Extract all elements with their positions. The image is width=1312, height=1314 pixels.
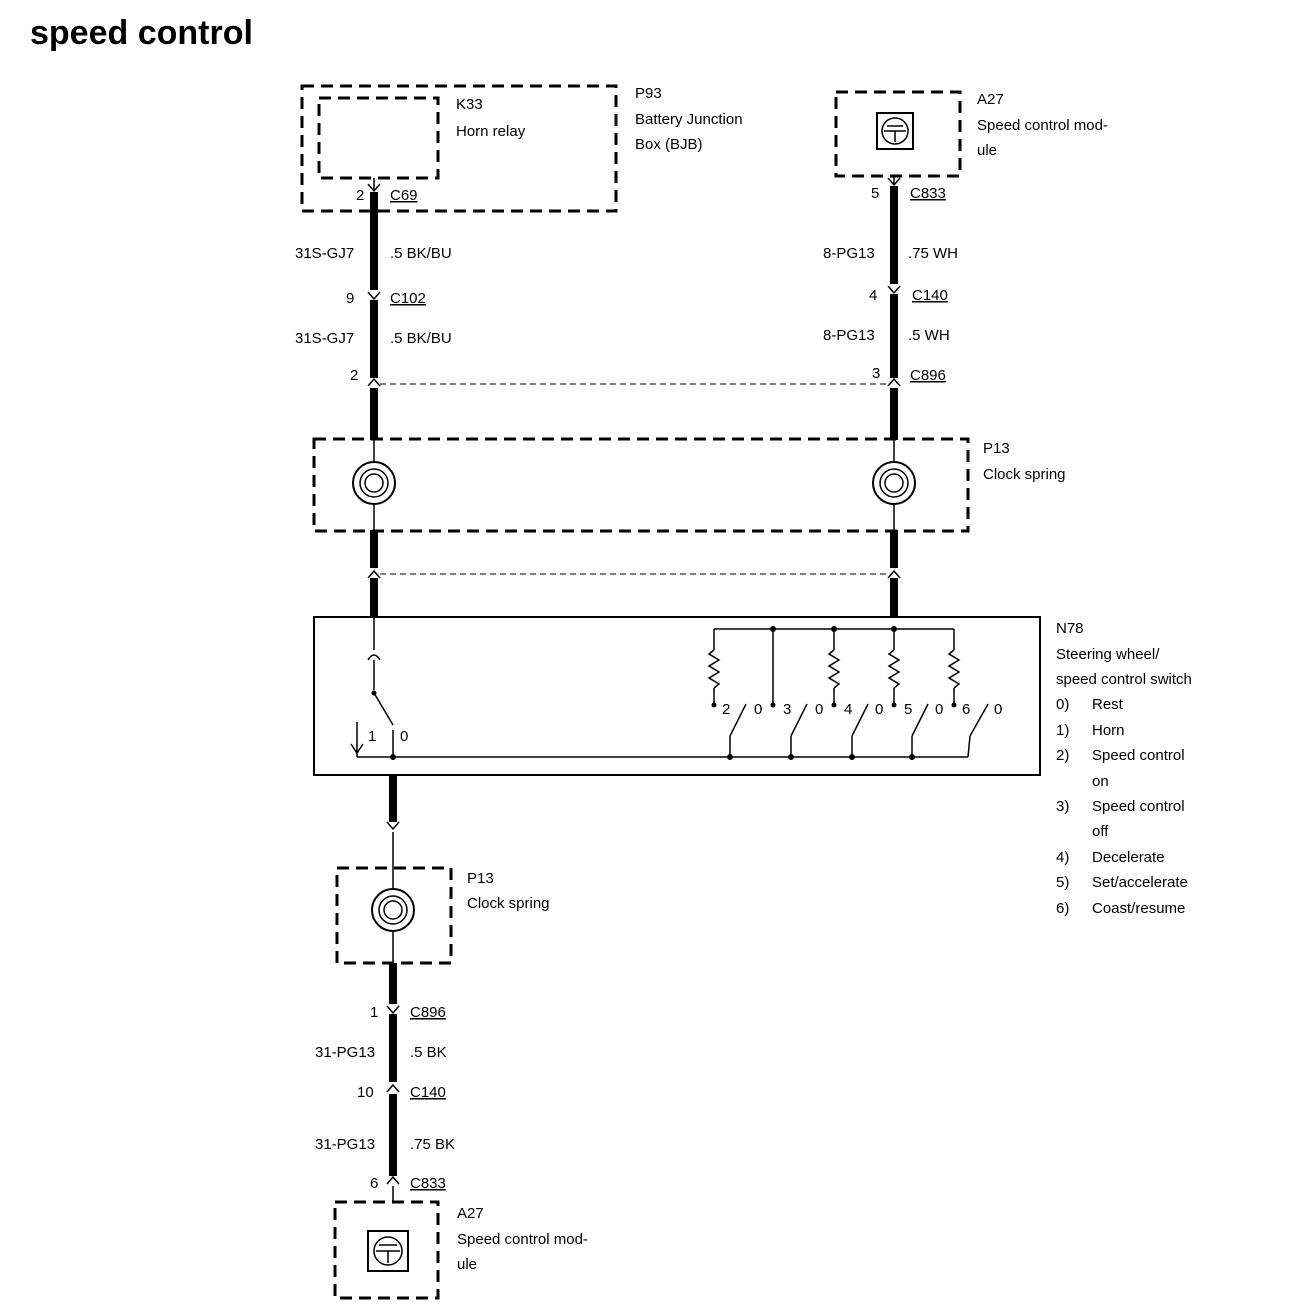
c833-bottom-label: C833 [410, 1175, 446, 1192]
c102-connector-mark [367, 291, 381, 301]
clock-connector-mark-right [887, 569, 901, 579]
c140-connector-mark-top [887, 285, 901, 295]
legend-num: 5) [1056, 874, 1069, 891]
horn-switch-pos-1: 1 [368, 728, 376, 745]
n78-steering-wheel-switch [313, 616, 1041, 776]
legend-text: Speed control [1092, 798, 1185, 815]
c69-label: C69 [390, 187, 418, 204]
clock-connector-mark-bottom [386, 821, 400, 831]
bottom-wire2-circuit: 31-PG13 [315, 1136, 375, 1153]
c833-top-label: C833 [910, 185, 946, 202]
switch-pos-4-rest: 0 [875, 701, 883, 718]
horn-switch-pos-0: 0 [400, 728, 408, 745]
p93-id: P93 [635, 85, 662, 102]
page-title: speed control [30, 14, 253, 52]
switch-legend: 0) Rest 1) Horn 2) Speed control on 3) S… [1056, 696, 1188, 917]
legend-text: Coast/resume [1092, 900, 1185, 917]
switch-pos-6: 6 [962, 701, 970, 718]
legend-num: 6) [1056, 900, 1069, 917]
clock-connector-mark-left [367, 569, 381, 579]
p93-name-line2: Box (BJB) [635, 136, 703, 153]
switch-pos-4: 4 [844, 701, 852, 718]
n78-name-line1: Steering wheel/ [1056, 646, 1160, 663]
legend-num: 1) [1056, 722, 1069, 739]
switch-pos-5-rest: 0 [935, 701, 943, 718]
legend-text-cont: on [1092, 773, 1109, 790]
p13-top-name: Clock spring [983, 466, 1066, 483]
a27-top-module [834, 90, 962, 178]
p13-bottom-id: P13 [467, 870, 494, 887]
left-wire2-circuit: 31S-GJ7 [295, 330, 354, 347]
a27-bottom-name-line2: ule [457, 1256, 477, 1273]
legend-num: 3) [1056, 798, 1069, 815]
n78-name-line2: speed control switch [1056, 671, 1192, 688]
switch-pos-2-rest: 0 [754, 701, 762, 718]
legend-text: Horn [1092, 722, 1125, 739]
a27-top-name-line2: ule [977, 142, 997, 159]
c833-connector-mark-top [887, 177, 901, 187]
k33-id: K33 [456, 96, 483, 113]
c833-connector-mark-bottom [386, 1175, 400, 1185]
legend-text: Rest [1092, 696, 1124, 713]
c896-connector-mark-bottom [386, 1005, 400, 1015]
c140-top-pin: 4 [869, 287, 877, 304]
c896-left-pin: 2 [350, 367, 358, 384]
c896-connector-mark-left [367, 377, 381, 387]
k33-name: Horn relay [456, 123, 526, 140]
p13-top-clock-spring [312, 437, 970, 533]
c896-right-pin: 3 [872, 365, 880, 382]
legend-num: 0) [1056, 696, 1069, 713]
c69-pin: 2 [356, 187, 364, 204]
c833-bottom-pin: 6 [370, 1175, 378, 1192]
c896-bottom-label: C896 [410, 1004, 446, 1021]
right-wire1-spec: .75 WH [908, 245, 958, 262]
legend-num: 4) [1056, 849, 1069, 866]
c69-connector-mark [367, 183, 381, 193]
c833-top-pin: 5 [871, 185, 879, 202]
a27-top-name-line1: Speed control mod- [977, 117, 1108, 134]
c140-connector-mark-bottom [386, 1083, 400, 1093]
n78-id: N78 [1056, 620, 1084, 637]
switch-pos-3: 3 [783, 701, 791, 718]
right-wire2-circuit: 8-PG13 [823, 327, 875, 344]
legend-text-cont: off [1092, 823, 1109, 840]
left-wire1-spec: .5 BK/BU [390, 245, 452, 262]
p13-bottom-clock-spring [335, 866, 453, 965]
c140-bottom-pin: 10 [357, 1084, 374, 1101]
a27-bottom-name-line1: Speed control mod- [457, 1231, 588, 1248]
legend-num: 2) [1056, 747, 1069, 764]
p93-name-line1: Battery Junction [635, 111, 743, 128]
c102-label: C102 [390, 290, 426, 307]
c140-top-label: C140 [912, 287, 948, 304]
c896-bottom-pin: 1 [370, 1004, 378, 1021]
c896-right-label: C896 [910, 367, 946, 384]
switch-pos-2: 2 [722, 701, 730, 718]
a27-bottom-module [333, 1200, 440, 1300]
c102-pin: 9 [346, 290, 354, 307]
c896-connector-mark-right [887, 377, 901, 387]
a27-bottom-id: A27 [457, 1205, 484, 1222]
switch-pos-6-rest: 0 [994, 701, 1002, 718]
switch-pos-5: 5 [904, 701, 912, 718]
right-wire1-circuit: 8-PG13 [823, 245, 875, 262]
p93-battery-junction-box [300, 84, 618, 213]
p13-top-id: P13 [983, 440, 1010, 457]
p13-bottom-name: Clock spring [467, 895, 550, 912]
legend-text: Decelerate [1092, 849, 1165, 866]
left-wire1-circuit: 31S-GJ7 [295, 245, 354, 262]
right-wire2-spec: .5 WH [908, 327, 950, 344]
a27-top-id: A27 [977, 91, 1004, 108]
bottom-wire2-spec: .75 BK [410, 1136, 455, 1153]
bottom-wire1-circuit: 31-PG13 [315, 1044, 375, 1061]
c140-bottom-label: C140 [410, 1084, 446, 1101]
switch-pos-3-rest: 0 [815, 701, 823, 718]
legend-text: Speed control [1092, 747, 1185, 764]
left-wire2-spec: .5 BK/BU [390, 330, 452, 347]
legend-text: Set/accelerate [1092, 874, 1188, 891]
bottom-wire1-spec: .5 BK [410, 1044, 447, 1061]
